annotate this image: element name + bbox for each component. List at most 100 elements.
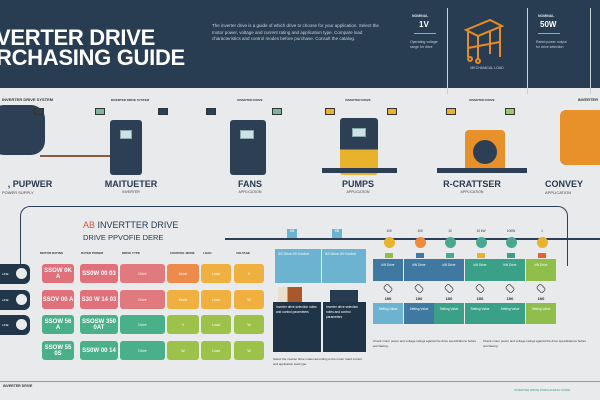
section-subtitle: DRIVE PPVOFIE DERE bbox=[83, 233, 164, 242]
section-title: AB INVERTTER DRIVE bbox=[83, 220, 178, 230]
motor-gear-icon bbox=[474, 283, 486, 294]
right-note: Check motor power and voltage ratings ag… bbox=[373, 339, 477, 348]
device-top-label: INVERTER DRIVE bbox=[469, 98, 495, 102]
tag-icon bbox=[34, 108, 44, 115]
table-cell: W bbox=[234, 341, 264, 360]
node-circle bbox=[415, 237, 426, 248]
spec-box: kW Drive bbox=[526, 259, 556, 281]
tag-icon bbox=[387, 108, 397, 115]
device-sublabel: APPLICATION bbox=[460, 190, 484, 194]
device-top-label: INVERTER DRIVE bbox=[345, 98, 371, 102]
device-top-label: INVERTER DRIVE SYSTEM bbox=[2, 97, 54, 102]
table-cell: SSOV 00 A bbox=[42, 290, 74, 309]
table-cell: W bbox=[167, 341, 199, 360]
stat-underline bbox=[538, 33, 560, 34]
node-label: 100 bbox=[417, 229, 423, 233]
table-cell: Load bbox=[201, 315, 231, 334]
node-circle bbox=[506, 237, 517, 248]
motor-gear-icon bbox=[382, 283, 394, 294]
table-header: VOLTAGE bbox=[236, 251, 251, 255]
connector-line bbox=[225, 238, 600, 240]
spec-box: kW Drive bbox=[495, 259, 525, 281]
machine-caption: MECHANICAL LOAD bbox=[470, 66, 504, 70]
node-square bbox=[507, 253, 515, 258]
node-label: 100W bbox=[506, 229, 516, 233]
dark-info-box: Inverter drive selection notes and contr… bbox=[273, 302, 321, 352]
stat-value: 50W bbox=[540, 20, 557, 29]
table-cell: SS0W 00 03 bbox=[80, 264, 118, 283]
setting-box: Setting Value bbox=[465, 303, 495, 324]
tag-8b: 8B bbox=[332, 229, 342, 238]
tag-icon bbox=[505, 108, 515, 115]
gauge-icon bbox=[16, 319, 27, 330]
table-cell: S30 W 14 03 bbox=[80, 290, 118, 309]
crusher-icon bbox=[465, 130, 505, 172]
table-cell: SSOW 0K A bbox=[42, 264, 74, 283]
table-cell: Load bbox=[201, 264, 231, 283]
tag-icon bbox=[325, 108, 335, 115]
table-cell: SSOW 55 0S bbox=[42, 341, 74, 360]
tag-icon bbox=[446, 108, 456, 115]
motor-gear-icon bbox=[535, 283, 547, 294]
footer-left: INVERTER DRIVE bbox=[3, 384, 33, 388]
table-cell: Load bbox=[201, 290, 231, 309]
footer-right: INVERTER DRIVE PURCHASING GUIDE bbox=[514, 388, 571, 392]
gauge-icon bbox=[16, 268, 27, 279]
stat-value: 1V bbox=[419, 20, 429, 29]
setting-box: Setting Value bbox=[526, 303, 556, 324]
node-square bbox=[385, 253, 393, 258]
device-label-pumps: PUMPS bbox=[341, 179, 374, 189]
tag-icon bbox=[272, 108, 282, 115]
motor-gear-icon bbox=[504, 283, 516, 294]
node-label: 10 kW bbox=[476, 229, 486, 233]
device-sublabel: APPLICATION bbox=[346, 190, 370, 194]
setting-box: Setting Value bbox=[495, 303, 525, 324]
spec-box: kW Drive bbox=[465, 259, 495, 281]
tag-icon bbox=[158, 108, 168, 115]
section-title-prefix: AB bbox=[83, 220, 96, 230]
device-top-label: INVERTER DRIVE SYSTEM bbox=[110, 98, 150, 102]
row-pill: LINE bbox=[0, 290, 30, 310]
row-pill-label: LINE bbox=[2, 298, 9, 302]
intro-text: The inverter drive is a guide of which d… bbox=[212, 23, 379, 42]
machine-icon bbox=[463, 18, 505, 64]
table-cell: Mode bbox=[167, 290, 199, 309]
row-pill-label: LINE bbox=[2, 272, 9, 276]
row-pill-label: LINE bbox=[2, 323, 9, 327]
dark-info-box: Inverter drive selection notes and contr… bbox=[323, 302, 366, 352]
row-pill: LINE bbox=[0, 264, 30, 284]
device-top-label: INVERTER DRIVE bbox=[237, 98, 263, 102]
spec-box: kW Drive bbox=[373, 259, 403, 281]
table-header: CONTROL MODE bbox=[170, 251, 195, 255]
middle-note: Select the inverter drive model accordin… bbox=[273, 357, 363, 366]
stat-underline bbox=[414, 33, 436, 34]
right-note: Check motor power and voltage ratings ag… bbox=[483, 339, 587, 348]
node-circle bbox=[445, 237, 456, 248]
node-label: 10 bbox=[448, 229, 452, 233]
divider bbox=[447, 8, 448, 94]
table-cell: Load bbox=[201, 341, 231, 360]
node-circle bbox=[384, 237, 395, 248]
setting-box: Setting Value bbox=[404, 303, 434, 324]
inverter-icon bbox=[110, 120, 142, 175]
table-cell: SSOW 56 A bbox=[42, 315, 74, 334]
device-label-power: , PUPWER bbox=[7, 179, 53, 189]
info-box: SS Drive 00 Control bbox=[322, 249, 366, 283]
conveyor-motor-icon bbox=[560, 110, 600, 165]
title-line1: VERTER DRIVE bbox=[0, 25, 155, 50]
device-label-crusher: R-CRATTSER bbox=[443, 179, 501, 189]
tag-icon bbox=[95, 108, 105, 115]
row-pill: LINE bbox=[0, 315, 30, 335]
device-sublabel: APPLICATION bbox=[238, 190, 262, 194]
spec-value: 100 bbox=[384, 296, 392, 301]
table-cell: Drive bbox=[120, 341, 165, 360]
cable bbox=[40, 155, 120, 157]
footer-divider bbox=[0, 381, 600, 382]
stat-text: Operating voltage range for drive bbox=[410, 40, 438, 49]
device-label-conveyor: CONVEY bbox=[545, 179, 584, 189]
table-header: DRIVE TYPE bbox=[122, 251, 140, 255]
tag-icon bbox=[206, 108, 216, 115]
node-circle bbox=[537, 237, 548, 248]
drive-image bbox=[330, 290, 358, 304]
table-cell: SS0W 00 14 bbox=[80, 341, 118, 360]
